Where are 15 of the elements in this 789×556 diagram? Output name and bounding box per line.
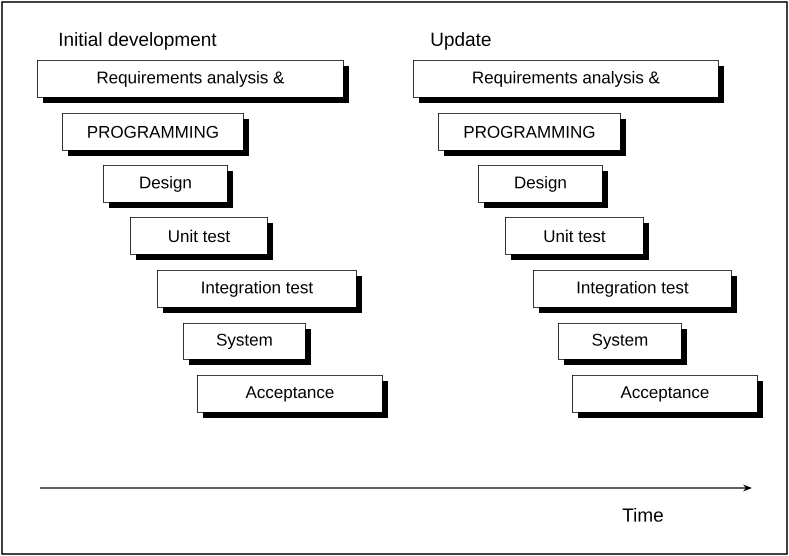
process-box: Design [478, 165, 608, 208]
process-box: Acceptance [197, 375, 388, 418]
process-box: Requirements analysis & [37, 60, 349, 103]
process-box: Unit test [505, 217, 649, 260]
process-box: Design [103, 165, 233, 208]
process-box: Integration test [157, 270, 362, 313]
process-box: Acceptance [572, 375, 763, 418]
process-box: System [183, 323, 311, 365]
process-box: Integration test [533, 270, 737, 313]
process-box: System [558, 323, 687, 365]
process-box: Unit test [130, 217, 273, 260]
process-box: PROGRAMMING [438, 113, 626, 156]
time-label: Time [622, 508, 663, 522]
process-box: PROGRAMMING [62, 113, 249, 156]
process-box: Requirements analysis & [413, 60, 724, 103]
